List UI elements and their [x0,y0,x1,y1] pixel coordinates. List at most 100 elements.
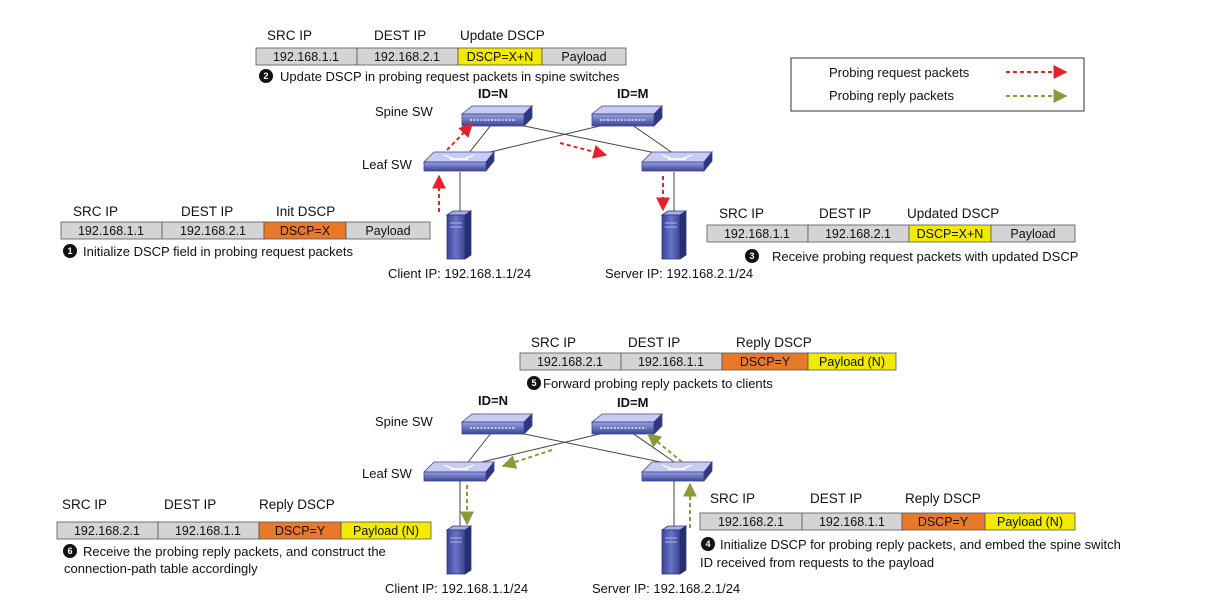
step-4: 4 Initialize DSCP for probing reply pack… [700,537,1121,570]
top-leaf-sw-label: Leaf SW [362,157,413,172]
packet-cell-src: 192.168.2.1 [537,355,603,369]
bottom-packet-client: SRC IP DEST IP Reply DSCP 192.168.2.1 19… [56,497,432,540]
packet-cell-dscp: DSCP=Y [918,515,969,529]
packet-cell-dscp: DSCP=X [280,224,331,238]
step-2-number: 2 [263,71,268,81]
top-request-arrow-3 [559,142,608,159]
step-3-number: 3 [749,251,754,261]
step-6-text-line2: connection-path table accordingly [64,561,258,576]
packet-cell-dest: 192.168.2.1 [374,50,440,64]
top-client-label: Client IP: 192.168.1.1/24 [388,266,531,281]
packet-header-src: SRC IP [710,491,755,506]
step-6: 6 Receive the probing reply packets, and… [63,544,386,576]
step-3: 3 Receive probing request packets with u… [745,249,1078,264]
step-5: 5 Forward probing reply packets to clien… [527,376,773,391]
top-client-host [446,210,472,260]
packet-header-dest: DEST IP [181,204,233,219]
packet-cell-dscp: DSCP=X+N [467,50,534,64]
packet-header-dscp: Reply DSCP [259,497,335,512]
packet-cell-src: 192.168.2.1 [74,524,140,538]
bottom-spine-id-m: ID=M [617,395,648,410]
step-1: 1 Initialize DSCP field in probing reque… [63,244,354,259]
packet-header-src: SRC IP [719,206,764,221]
bottom-client-label: Client IP: 192.168.1.1/24 [385,581,528,596]
top-server-label: Server IP: 192.168.2.1/24 [605,266,753,281]
bottom-spine-id-n: ID=N [478,393,508,408]
packet-cell-src: 192.168.1.1 [273,50,339,64]
packet-cell-payload: Payload [561,50,606,64]
packet-cell-dest: 192.168.1.1 [638,355,704,369]
packet-cell-dscp: DSCP=X+N [917,227,984,241]
packet-header-dest: DEST IP [810,491,862,506]
top-spine-id-m: ID=M [617,86,648,101]
packet-cell-dest: 192.168.1.1 [175,524,241,538]
packet-cell-src: 192.168.2.1 [718,515,784,529]
packet-cell-payload: Payload [1010,227,1055,241]
legend-request-label: Probing request packets [829,65,970,80]
step-5-number: 5 [531,378,536,388]
packet-header-dscp: Update DSCP [460,28,545,43]
packet-cell-payload: Payload (N) [353,524,419,538]
packet-cell-payload: Payload (N) [997,515,1063,529]
top-server-host [661,210,687,260]
packet-cell-payload: Payload [365,224,410,238]
packet-cell-src: 192.168.1.1 [78,224,144,238]
packet-header-dscp: Init DSCP [276,204,335,219]
bottom-reply-arrow-3 [501,449,553,469]
step-1-number: 1 [67,246,72,256]
packet-header-src: SRC IP [73,204,118,219]
bottom-server-host [661,525,687,575]
bottom-leaf-switch-client [423,461,495,482]
bottom-client-host [446,525,472,575]
bottom-server-label: Server IP: 192.168.2.1/24 [592,581,740,596]
packet-header-src: SRC IP [267,28,312,43]
bottom-spine-switch-n [461,413,533,435]
step-4-text-line1: Initialize DSCP for probing reply packet… [720,537,1121,552]
top-spine-sw-label: Spine SW [375,104,434,119]
packet-cell-dest: 192.168.2.1 [825,227,891,241]
bottom-reply-arrow-2 [646,433,683,463]
step-3-text: Receive probing request packets with upd… [772,249,1078,264]
top-packet-update: SRC IP DEST IP Update DSCP 192.168.1.1 1… [255,28,627,66]
packet-cell-payload: Payload (N) [819,355,885,369]
step-5-text: Forward probing reply packets to clients [543,376,773,391]
packet-header-dscp: Updated DSCP [907,206,999,221]
step-6-number: 6 [67,546,72,556]
step-1-text: Initialize DSCP field in probing request… [83,244,354,259]
packet-cell-src: 192.168.1.1 [724,227,790,241]
bottom-leaf-sw-label: Leaf SW [362,466,413,481]
packet-cell-dest: 192.168.1.1 [819,515,885,529]
top-leaf-switch-client [423,151,495,172]
packet-header-dscp: Reply DSCP [905,491,981,506]
packet-header-src: SRC IP [62,497,107,512]
step-4-text-line2: ID received from requests to the payload [700,555,934,570]
bottom-spine-switch-m [591,413,663,435]
top-packet-receive: SRC IP DEST IP Updated DSCP 192.168.1.1 … [706,206,1076,243]
bottom-scenario: ID=N ID=M Spine SW Leaf SW Client IP: 19… [56,335,1121,596]
packet-header-src: SRC IP [531,335,576,350]
packet-header-dscp: Reply DSCP [736,335,812,350]
packet-cell-dscp: DSCP=Y [275,524,326,538]
bottom-packet-server: SRC IP DEST IP Reply DSCP 192.168.2.1 19… [699,491,1076,531]
step-6-text-line1: Receive the probing reply packets, and c… [83,544,386,559]
packet-cell-dscp: DSCP=Y [740,355,791,369]
top-scenario: ID=N ID=M Spine SW Leaf SW Client IP: 19… [60,28,1078,281]
bottom-spine-sw-label: Spine SW [375,414,434,429]
packet-header-dest: DEST IP [164,497,216,512]
legend-box [790,57,1085,112]
top-spine-switch-m [591,105,663,127]
step-4-number: 4 [705,539,710,549]
packet-header-dest: DEST IP [374,28,426,43]
packet-header-dest: DEST IP [819,206,871,221]
top-spine-id-n: ID=N [478,86,508,101]
step-2: 2 Update DSCP in probing request packets… [259,69,620,84]
legend: Probing request packets Probing reply pa… [790,57,1085,112]
top-leaf-switch-server [641,151,713,172]
step-2-text: Update DSCP in probing request packets i… [280,69,620,84]
top-packet-init: SRC IP DEST IP Init DSCP 192.168.1.1 192… [60,204,431,240]
bottom-leaf-switch-server [641,461,713,482]
packet-cell-dest: 192.168.2.1 [180,224,246,238]
top-spine-switch-n [461,105,533,127]
packet-header-dest: DEST IP [628,335,680,350]
